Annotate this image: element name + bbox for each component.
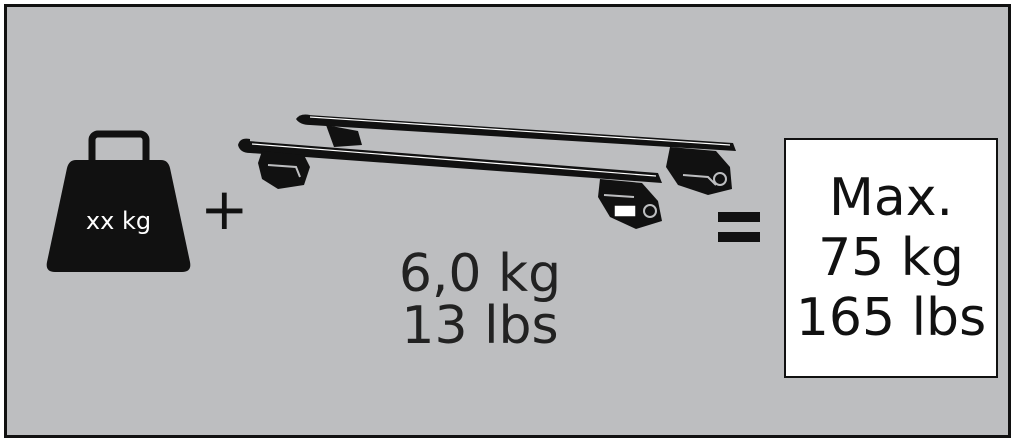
- roof-rack-icon: [238, 114, 736, 229]
- max-load-label: Max.: [828, 168, 954, 228]
- equals-sign: [718, 208, 760, 248]
- rack-weight: 6,0 kg 13 lbs: [330, 248, 630, 352]
- weight-icon: [46, 130, 191, 272]
- max-load-lbs: 165 lbs: [795, 288, 987, 348]
- rack-weight-kg: 6,0 kg: [398, 244, 562, 304]
- weight-label: xx kg: [85, 207, 152, 235]
- equals-bar-top: [718, 212, 760, 222]
- rack-weight-lbs: 13 lbs: [401, 296, 559, 356]
- max-load-kg: 75 kg: [818, 228, 964, 288]
- plus-sign: +: [200, 175, 249, 243]
- max-load-box: Max. 75 kg 165 lbs: [784, 138, 998, 378]
- equals-bar-bottom: [718, 232, 760, 242]
